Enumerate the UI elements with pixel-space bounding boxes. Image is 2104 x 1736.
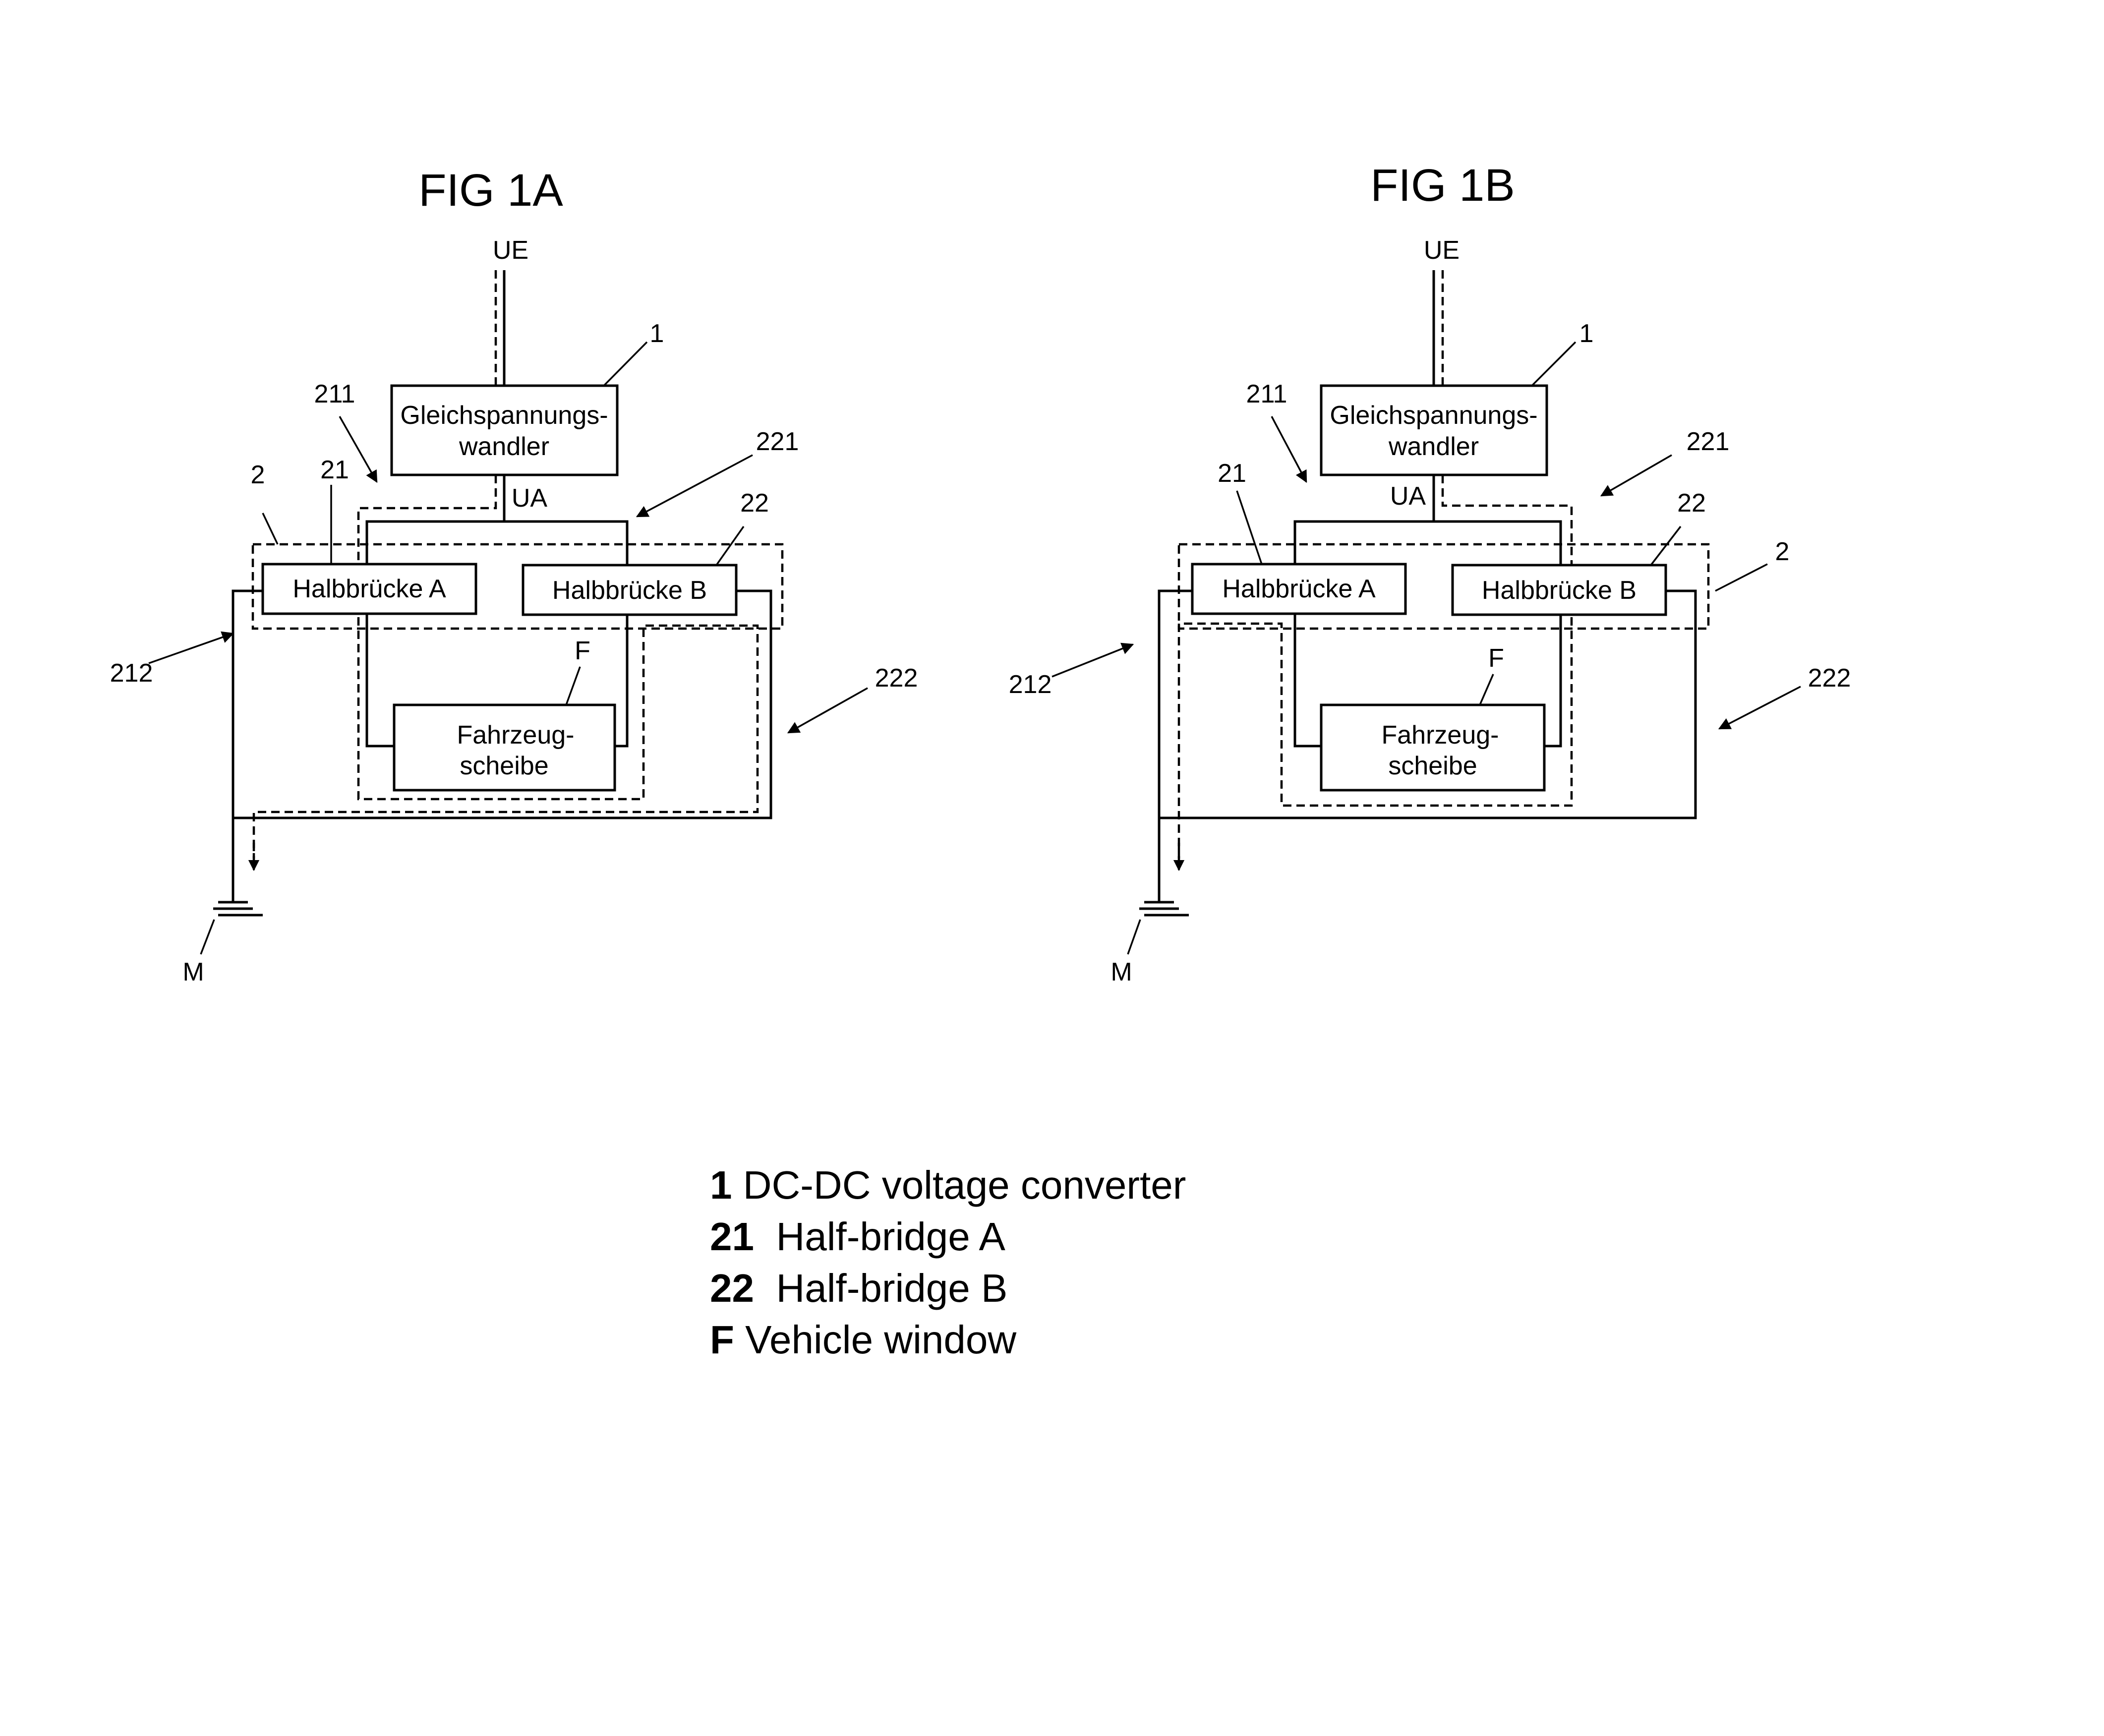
halfbridge-a-ref: 21 — [320, 456, 349, 484]
path-221-ref: 221 — [756, 427, 799, 456]
halfbridge-a-label: Halbbrücke A — [292, 575, 446, 603]
halfbridge-group-frame — [1177, 543, 1710, 630]
ground-leader — [1127, 919, 1141, 955]
load-leader — [1479, 674, 1494, 705]
output-voltage-label: UA — [1390, 482, 1426, 511]
vehicle-window-box — [393, 703, 616, 792]
current-path-load-loop — [1177, 617, 1573, 859]
figure-1a: FIG 1A UE Gleichspannungs- wandler 1 UA … — [110, 165, 918, 986]
converter-label-line2: wandler — [459, 432, 549, 461]
halfbridge-b-ref: 22 — [1677, 489, 1706, 518]
load-ref: F — [575, 637, 590, 665]
legend-item: 21 Half-bridge A — [710, 1215, 1006, 1259]
converter-label-line2: wandler — [1388, 432, 1479, 461]
halfbridge-a-box — [261, 563, 477, 615]
path-222-arrow — [1718, 686, 1801, 730]
group-leader — [1715, 563, 1768, 592]
dc-dc-converter-box — [1320, 384, 1548, 476]
group-ref: 2 — [1775, 537, 1790, 566]
converter-leader — [603, 341, 648, 387]
halfbridge-a-label: Halbbrücke A — [1222, 575, 1376, 603]
current-path-through-a — [357, 475, 497, 570]
legend-item: F Vehicle window — [710, 1318, 1016, 1362]
legend-text: Half-bridge A — [754, 1215, 1006, 1259]
load-label-line1: Fahrzeug- — [1382, 721, 1499, 750]
load-wire-a — [365, 614, 394, 748]
load-label-line2: scheibe — [460, 752, 548, 780]
legend-num: F — [710, 1318, 734, 1362]
halfbridge-a-leader — [1236, 490, 1263, 565]
dc-dc-converter-box — [390, 384, 619, 476]
figure-1b: FIG 1B UE Gleichspannungs- wandler 1 UA … — [1009, 160, 1851, 986]
converter-ref: 1 — [650, 319, 664, 348]
path-221-ref: 221 — [1687, 427, 1730, 456]
vehicle-window-box — [1320, 703, 1546, 792]
load-ref: F — [1488, 644, 1504, 673]
path-212-ref: 212 — [1009, 670, 1052, 699]
converter-ref: 1 — [1579, 319, 1594, 348]
group-ref: 2 — [251, 461, 265, 489]
halfbridge-b-leader — [1650, 525, 1682, 566]
input-voltage-label: UE — [1424, 236, 1460, 265]
figure-title: FIG 1B — [1370, 160, 1515, 211]
load-wire-b — [615, 615, 629, 748]
legend: 1 DC-DC voltage converter 21 Half-bridge… — [710, 1163, 1186, 1362]
load-label-line2: scheibe — [1388, 752, 1477, 780]
path-222-ref: 222 — [875, 664, 918, 693]
path-211-arrow — [339, 416, 378, 483]
legend-num: 21 — [710, 1215, 754, 1259]
path-211-ref: 211 — [1246, 380, 1287, 408]
ground-label: M — [1110, 958, 1132, 986]
path-222-arrow — [787, 687, 868, 734]
figure-title: FIG 1A — [418, 165, 563, 216]
legend-text: Half-bridge B — [754, 1266, 1007, 1310]
group-leader — [262, 513, 279, 545]
halfbridge-b-leader — [715, 525, 745, 566]
halfbridge-group-frame — [251, 543, 784, 630]
legend-item: 22 Half-bridge B — [710, 1266, 1007, 1310]
halfbridge-b-box — [522, 564, 738, 616]
legend-num: 1 — [710, 1163, 732, 1207]
halfbridge-a-box — [1191, 563, 1407, 615]
path-211-arrow — [1271, 416, 1307, 483]
converter-label-line1: Gleichspannungs- — [1330, 401, 1537, 430]
path-212-arrow — [1052, 642, 1134, 678]
converter-leader — [1531, 341, 1577, 387]
path-221-arrow — [1600, 454, 1672, 497]
return-wire-a — [232, 589, 772, 819]
load-wire-b — [1544, 615, 1562, 748]
legend-item: 1 DC-DC voltage converter — [710, 1163, 1186, 1207]
path-212-ref: 212 — [110, 659, 153, 688]
load-label-line1: Fahrzeug- — [457, 721, 575, 750]
legend-num: 22 — [710, 1266, 754, 1310]
input-voltage-label: UE — [493, 236, 528, 265]
ground-leader — [200, 919, 215, 955]
halfbridge-b-ref: 22 — [740, 489, 769, 518]
path-211-ref: 211 — [314, 380, 355, 408]
legend-text: DC-DC voltage converter — [732, 1163, 1186, 1207]
path-221-arrow — [636, 454, 753, 518]
halfbridge-b-label: Halbbrücke B — [552, 576, 707, 605]
path-212-arrow — [148, 631, 234, 664]
path-222-ref: 222 — [1808, 664, 1851, 693]
return-wire — [1158, 589, 1697, 819]
current-path-load-loop — [252, 617, 759, 859]
output-voltage-label: UA — [512, 484, 548, 513]
current-path-through-b — [1441, 475, 1573, 570]
load-leader — [565, 666, 581, 705]
halfbridge-a-ref: 21 — [1218, 459, 1246, 488]
load-wire-a — [1293, 614, 1321, 748]
halfbridge-b-label: Halbbrücke B — [1482, 576, 1636, 605]
legend-text: Vehicle window — [734, 1318, 1016, 1362]
converter-label-line1: Gleichspannungs- — [400, 401, 608, 430]
ground-label: M — [182, 958, 204, 986]
halfbridge-b-box — [1451, 564, 1667, 616]
